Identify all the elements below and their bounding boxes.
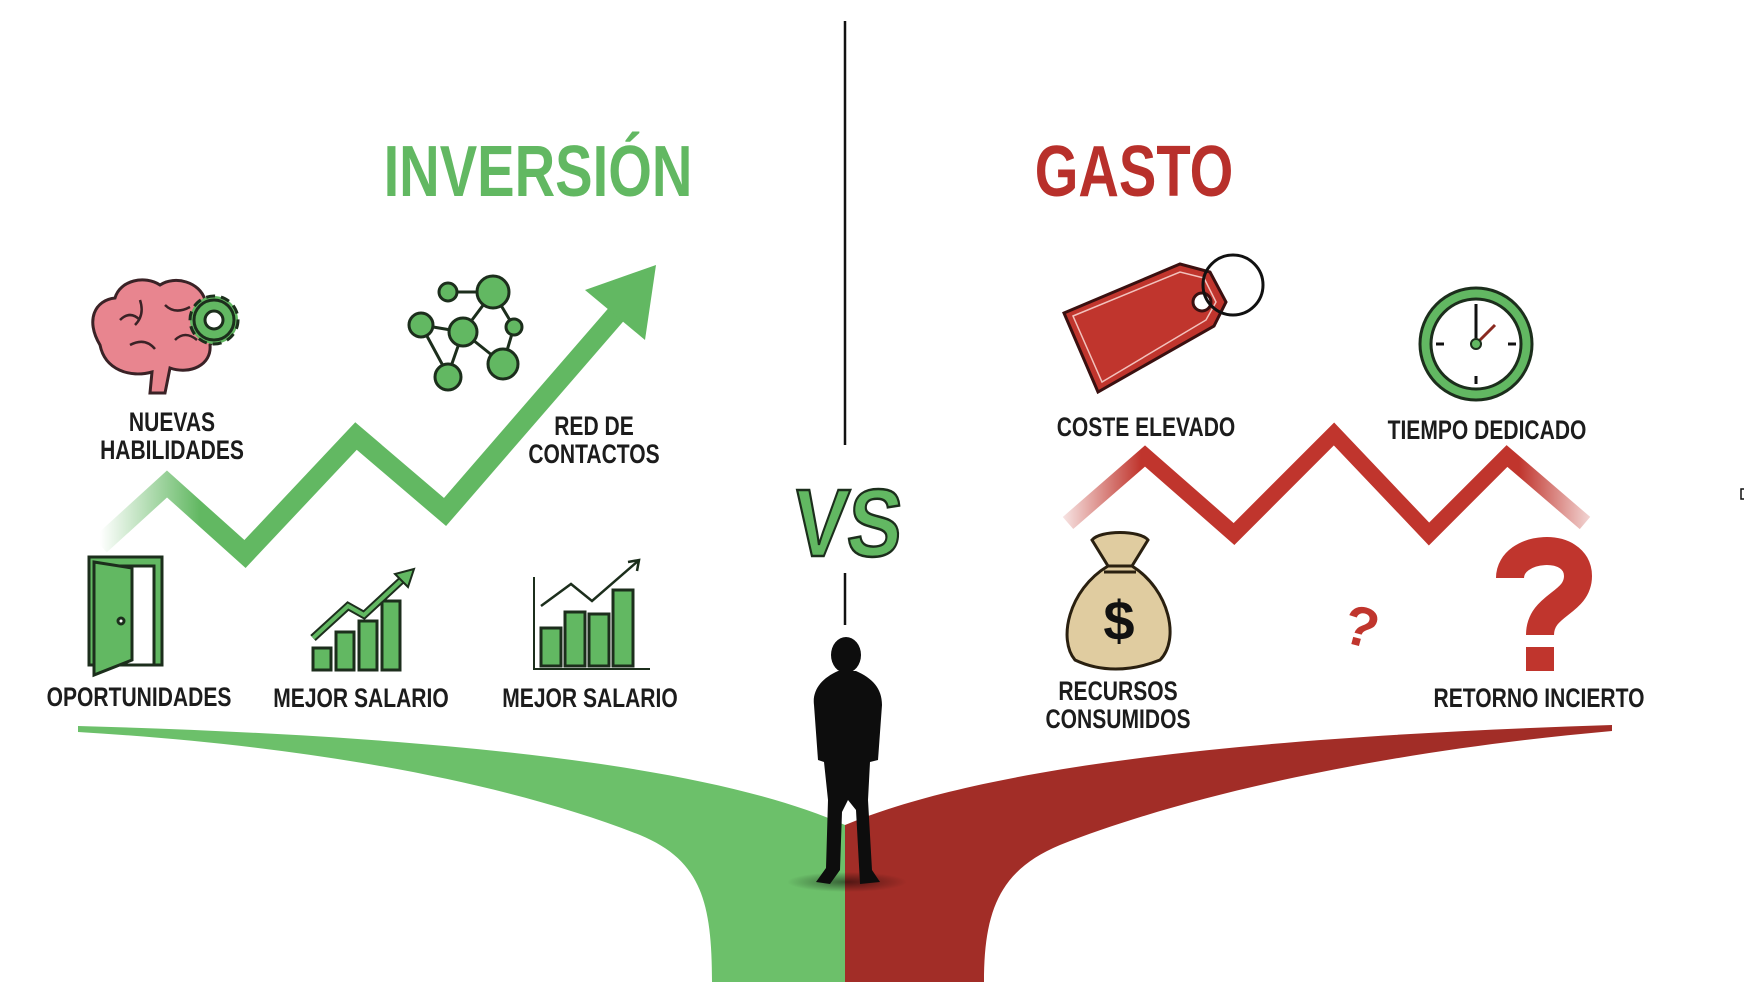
label-line: HABILIDADES [100,436,244,466]
label-coste-elevado: COSTE ELEVADO [1057,413,1236,443]
label-mejor-salario-2: MEJOR SALARIO [502,684,677,714]
green-road [78,726,845,982]
growth-chart-icon [533,558,650,670]
vs-mark: VS [788,468,909,578]
inversion-title: INVERSIÓN [384,131,693,211]
gasto-title: GASTO [1035,131,1234,211]
money-bag-icon: $ [1065,531,1172,671]
label-red-de-contactos: RED DE CONTACTOS [528,412,659,470]
person-silhouette [813,637,882,884]
label-tiempo-dedicado: TIEMPO DEDICADO [1388,416,1587,446]
dollar-sign: $ [1103,589,1134,652]
decline-zigzag [1062,422,1591,546]
clock-icon [1418,286,1534,402]
label-line: RED DE [554,412,634,442]
price-tag-icon [1062,253,1265,395]
red-road [845,725,1612,982]
network-icon [407,274,524,392]
label-line: RECURSOS [1058,677,1177,707]
label-line: CONSUMIDOS [1045,705,1190,735]
label-nuevas-habilidades: NUEVAS HABILIDADES [100,408,244,466]
label-recursos-consumidos: RECURSOS CONSUMIDOS [1045,677,1190,735]
label-mejor-salario-1: MEJOR SALARIO [273,684,448,714]
vs-text: VS [789,469,907,577]
label-line: NUEVAS [129,408,215,438]
label-line: CONTACTOS [528,440,659,470]
label-retorno-incierto: RETORNO INCIERTO [1434,684,1645,714]
bar-chart-up-icon [310,567,416,672]
label-oportunidades: OPORTUNIDADES [47,683,232,713]
growth-arrow [93,265,656,568]
person-shadow [787,872,907,892]
edge-bracket-mark [1740,488,1744,500]
open-door-icon [87,555,164,678]
question-mark-icon [1496,537,1593,671]
small-question-mark-icon: ? [1337,592,1386,662]
brain-gear-icon [91,278,240,395]
